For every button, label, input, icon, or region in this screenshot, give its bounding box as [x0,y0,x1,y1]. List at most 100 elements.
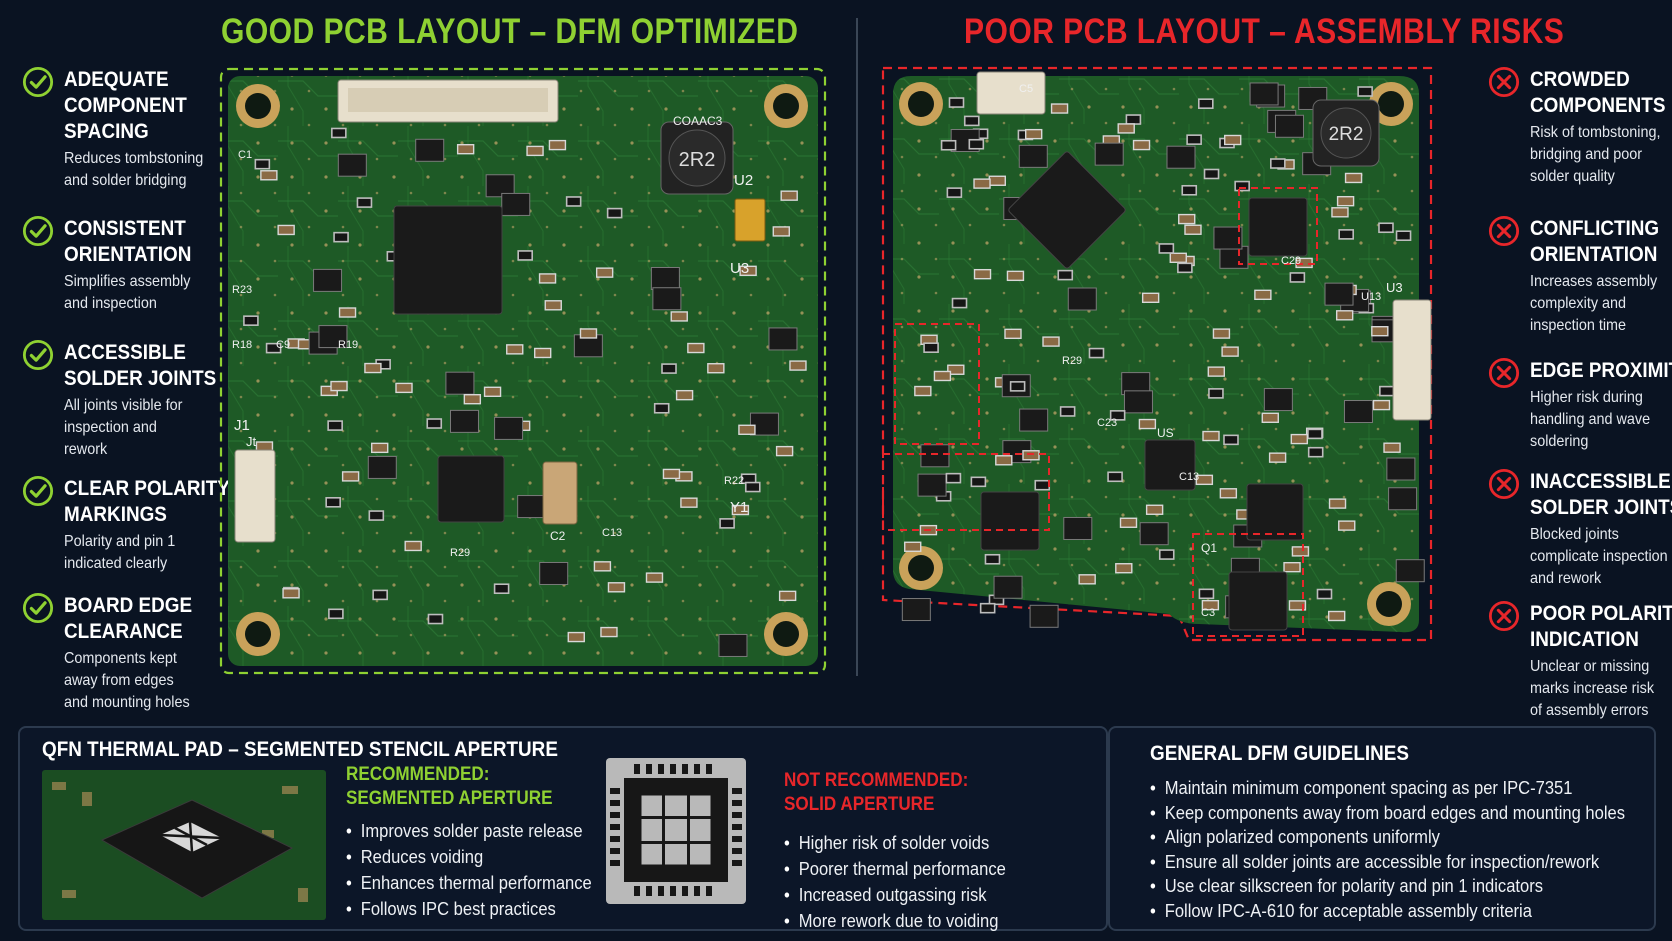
smd-component [653,402,670,414]
top-connector [337,79,559,123]
smd-component [1042,336,1060,347]
smd-component [707,363,725,374]
feature-description: and mounting holes [64,694,190,711]
side-connector-j1 [234,449,276,543]
bullet-item: Maintain minimum component spacing as pe… [1150,776,1625,801]
silk-label: C9 [276,339,290,351]
smd-component [1117,123,1135,134]
main-qfp-chip [393,205,503,315]
top-connector [976,71,1046,115]
smd-component [1378,222,1394,234]
smd-component [1371,326,1389,337]
x-icon [1488,468,1520,500]
smd-component [1208,388,1224,399]
x-icon [1488,357,1520,389]
smd-component [973,178,991,189]
feature-heading: ADEQUATE [64,68,169,91]
smd-component [565,196,582,207]
silk-label: R29 [450,547,470,559]
poor-pcb-board: 2R2 U3 U13 US C23 R29 C29 Q1 C3 C13 C5 [881,66,1433,642]
bullet-item: Follow IPC-A-610 for acceptable assembly… [1150,899,1625,924]
inductor-label: 2R2 [679,149,716,171]
feature-description: Higher risk during [1530,389,1643,406]
inductor-2r2: 2R2 [1312,99,1380,167]
feature-description: Simplifies assembly [64,273,191,290]
smd-component [600,626,618,638]
check-icon [22,215,54,247]
not-recommended-label-2: SOLID APERTURE [784,794,935,815]
smd-component [1327,610,1346,622]
smd-component [993,575,1023,599]
smd-component [544,300,562,311]
feature-description: inspection and [64,419,157,436]
smd-component [607,582,626,593]
smd-component [1331,207,1349,218]
smd-component [1234,180,1250,192]
smd-component [1263,388,1293,412]
smd-component [963,115,980,127]
smd-component [1324,282,1354,306]
smd-component [1212,328,1231,339]
feature-heading: INDICATION [1530,628,1639,651]
solid-aperture-icon [606,758,746,904]
smd-component [1338,229,1354,240]
smd-component [744,481,761,493]
smd-component [1395,559,1425,583]
smd-component [1202,430,1220,442]
smd-component [1184,224,1202,235]
smd-component [593,561,612,572]
smd-component [984,553,1001,565]
check-icon [22,475,54,507]
smd-component [1109,410,1126,421]
bullet-item: Use clear silkscreen for polarity and pi… [1150,874,1625,899]
feature-heading: CONSISTENT [64,217,186,240]
smd-component [1357,86,1373,97]
smd-component [338,307,357,318]
smd-component [1050,103,1069,114]
feature-description: Unclear or missing [1530,658,1650,675]
smd-component [945,472,962,484]
bullet-item: Ensure all solder joints are accessible … [1150,850,1625,875]
ic-chip [980,491,1040,551]
smd-component [371,442,389,454]
bullet-item: Follows IPC best practices [346,896,592,922]
smd-component [1219,245,1249,269]
smd-component [404,540,422,552]
silk-label: R29 [1062,355,1082,367]
smd-component [1249,82,1279,106]
smd-component [789,360,807,371]
smd-component [661,363,677,374]
smd-component [1268,452,1287,463]
smd-component [1274,114,1304,138]
smd-component [772,226,790,237]
smd-component [341,471,360,482]
bullet-item: Align polarized components uniformly [1150,825,1625,850]
bullet-item: Reduces voiding [346,844,592,870]
inductor-label: 2R2 [1329,124,1364,145]
smd-component [718,633,748,657]
feature-heading: CLEARANCE [64,620,183,643]
feature-heading: ORIENTATION [1530,243,1658,266]
smd-component [1186,134,1202,145]
smd-component [368,510,385,521]
silk-label: C2 [550,529,566,543]
smd-component [1195,474,1214,486]
smd-component [282,588,300,599]
smd-component [415,138,445,162]
silk-label: C5 [1019,83,1033,95]
poor-layout-title: POOR PCB LAYOUT – ASSEMBLY RISKS [964,12,1565,51]
smd-component [1123,390,1153,414]
smd-component [243,315,259,326]
feature-description: Blocked joints [1530,526,1619,543]
inductor-2r2: 2R2 [660,121,734,195]
smd-component [1034,479,1051,491]
smd-component [517,250,533,261]
check-icon [22,339,54,371]
feature-description: indicated clearly [64,555,168,572]
feature-description: Risk of tombstoning, [1530,124,1661,141]
smd-component [1018,144,1048,168]
feature-heading: COMPONENT [64,94,187,117]
smd-component [526,145,544,157]
smd-component [1067,287,1097,311]
feature-description: soldering [1530,433,1589,450]
